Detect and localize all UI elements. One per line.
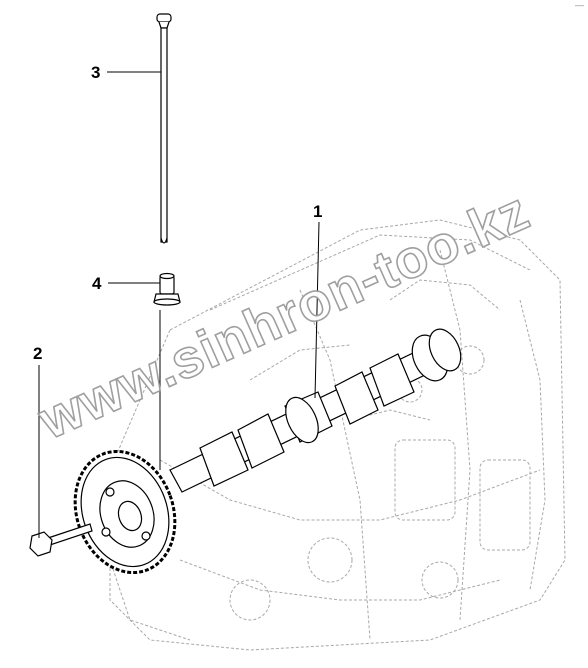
tappet [153, 272, 181, 306]
engine-block-outline [109, 219, 566, 651]
callout-4: 4 [92, 274, 102, 293]
leader-lines [38, 71, 320, 538]
corner-mark: — [575, 0, 584, 10]
callout-2: 2 [33, 344, 43, 363]
camshaft [169, 328, 462, 493]
callout-3: 3 [91, 63, 101, 82]
callout-1: 1 [313, 202, 323, 221]
push-rod [156, 13, 172, 244]
cam-gear [73, 449, 177, 575]
bolt [29, 523, 93, 557]
